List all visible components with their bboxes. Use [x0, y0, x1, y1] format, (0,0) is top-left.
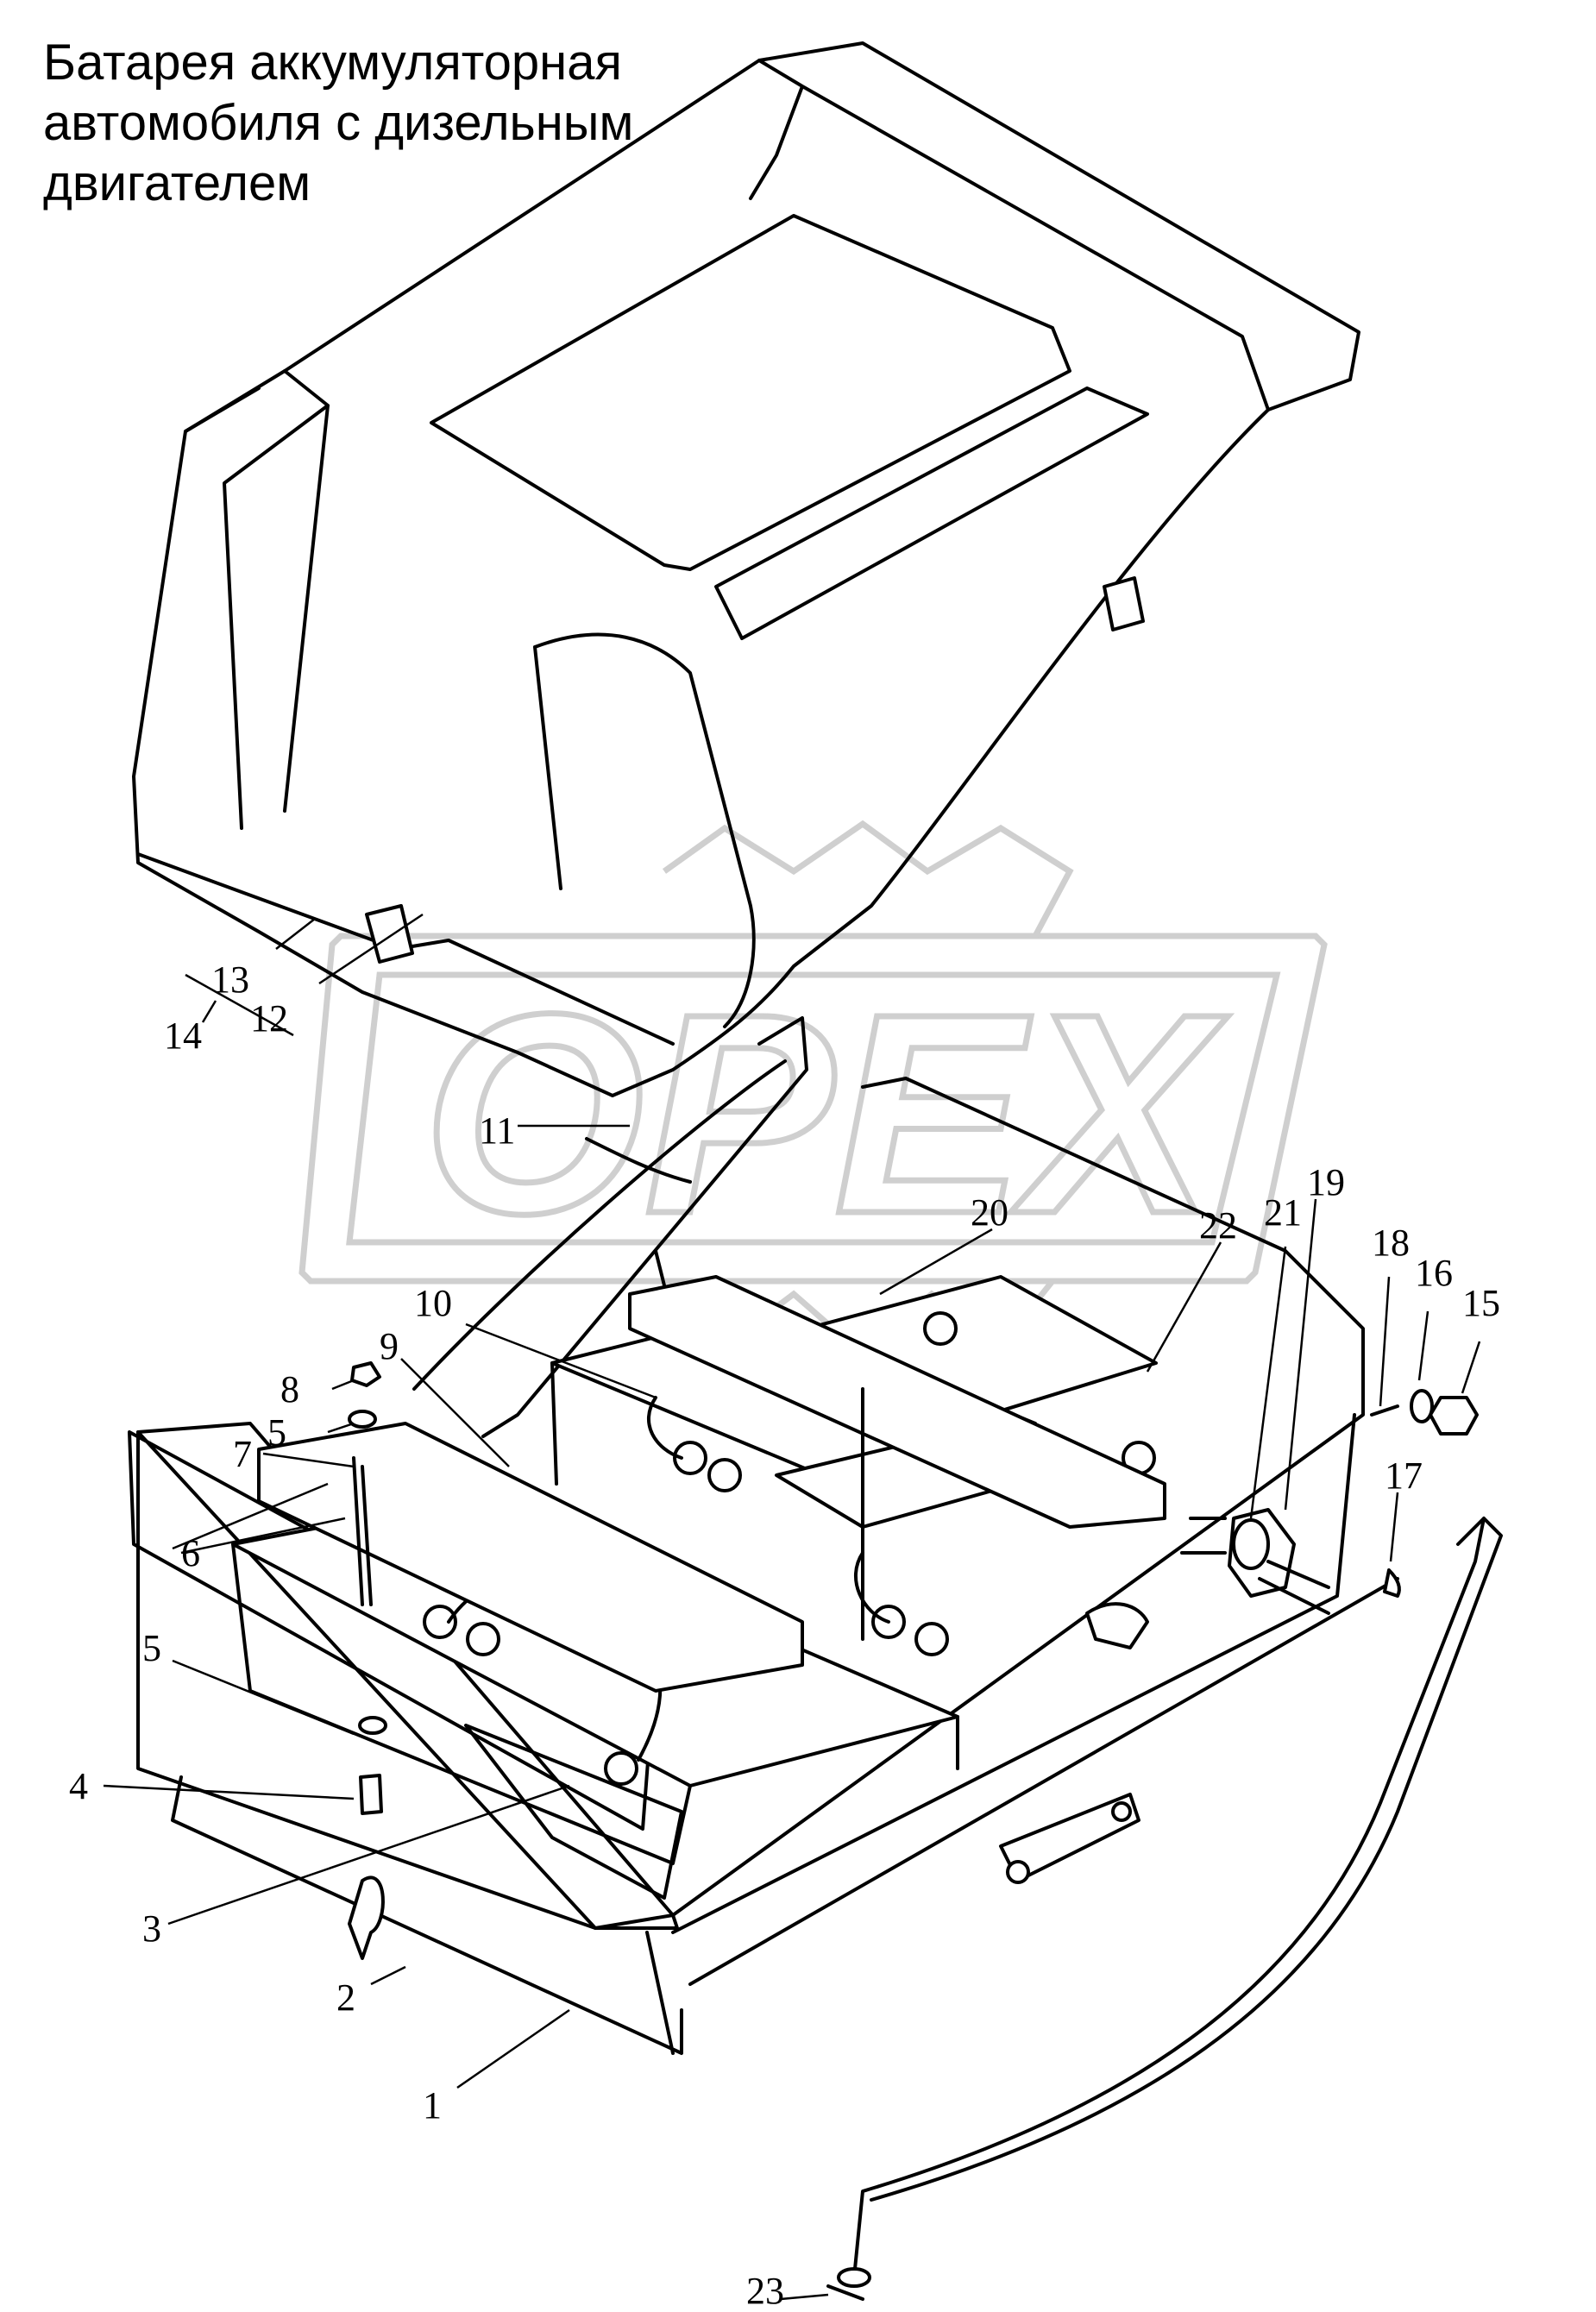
callout-10: 10 — [414, 1282, 452, 1324]
callout-12: 12 — [250, 997, 288, 1040]
title-line-3: двигателем — [43, 155, 311, 211]
title-line-2: автомобиля с дизельным — [43, 95, 634, 151]
battery-cover — [132, 41, 1360, 1097]
callout-3: 3 — [142, 1907, 161, 1950]
watermark-text: OPEX — [423, 954, 1228, 1272]
watermark: OPEX — [298, 820, 1328, 1359]
callout-16: 16 — [1415, 1252, 1453, 1294]
callout-8: 8 — [280, 1368, 299, 1410]
callout-2: 2 — [336, 1976, 355, 2019]
callout-4: 4 — [69, 1765, 88, 1807]
callout-15: 15 — [1462, 1282, 1500, 1324]
callout-1: 1 — [423, 2084, 442, 2127]
callout-7: 7 — [233, 1433, 252, 1475]
callout-20: 20 — [971, 1191, 1008, 1234]
callout-9: 9 — [380, 1325, 399, 1367]
callout-19: 19 — [1307, 1161, 1345, 1203]
diagram-title: Батарея аккумуляторная автомобиля с дизе… — [43, 33, 699, 214]
callout-18: 18 — [1372, 1222, 1410, 1264]
leader-lines — [103, 913, 1481, 2301]
callout-13: 13 — [211, 958, 249, 1001]
callout-23: 23 — [746, 2270, 784, 2312]
callout-21: 21 — [1264, 1191, 1302, 1234]
title-line-1: Батарея аккумуляторная — [43, 35, 622, 91]
callouts: 1 2 3 4 5 5 6 7 8 9 10 11 12 13 14 15 16… — [69, 958, 1500, 2312]
clamp-bars — [257, 1137, 1166, 1693]
callout-5-lower: 5 — [142, 1627, 161, 1669]
callout-5-upper: 5 — [267, 1411, 286, 1454]
callout-11: 11 — [479, 1109, 515, 1152]
callout-14: 14 — [164, 1015, 202, 1057]
battery-tray — [128, 1016, 1399, 2055]
cable-assembly — [826, 1517, 1503, 2301]
callout-17: 17 — [1385, 1454, 1423, 1497]
callout-6: 6 — [181, 1532, 200, 1574]
fasteners — [348, 1361, 1479, 1960]
callout-22: 22 — [1199, 1204, 1237, 1247]
